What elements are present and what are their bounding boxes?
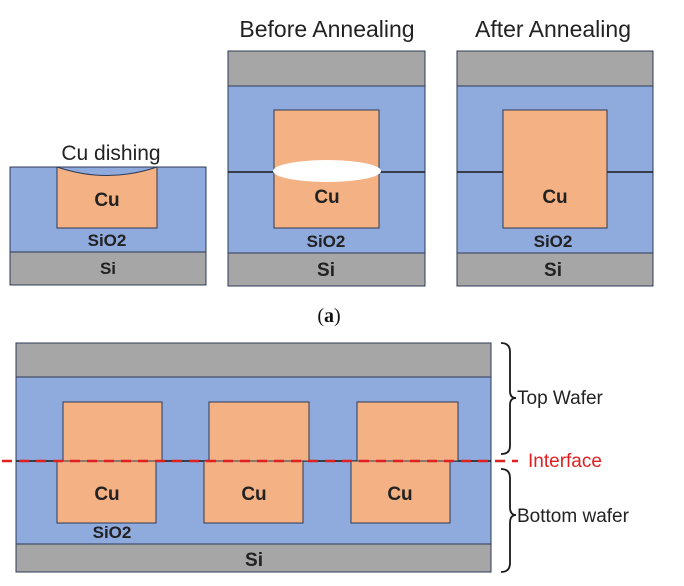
after-cu-label: Cu [542,187,567,208]
before-top-silicon-layer [227,50,426,87]
bottom-wafer-silicon-layer [15,543,492,573]
wafer-brackets: Top Wafer Interface Bottom wafer [500,342,630,573]
bottom-copper-pad-1 [56,460,157,524]
top-wafer-bracket [500,342,517,455]
dishing-copper-pad [56,166,158,229]
before-annealing-title: Before Annealing [239,16,414,42]
bonded-cu-label-2: Cu [241,484,266,505]
dishing-cu-label: Cu [94,190,119,211]
top-copper-pad-2 [208,401,310,462]
bottom-wafer-label: Bottom wafer [517,506,630,527]
after-silicon-label: Si [544,260,562,281]
bonded-cu-label-3: Cu [387,484,412,505]
bonded-wafer-structure: Cu Cu Cu SiO2 Si [2,342,518,573]
bottom-wafer-bracket [500,468,517,573]
before-cu-label: Cu [314,187,339,208]
after-annealing-structure: After Annealing Cu SiO2 Si [456,16,654,287]
after-top-silicon-layer [456,50,654,87]
before-annealing-structure: Before Annealing Cu SiO2 Si [227,16,426,287]
top-wafer-silicon-layer [15,342,492,378]
top-wafer-label: Top Wafer [517,388,604,409]
bottom-copper-pad-2 [203,460,304,524]
top-copper-pad-1 [62,401,163,462]
interface-label: Interface [528,451,602,472]
after-annealing-title: After Annealing [475,16,631,42]
top-copper-pad-3 [356,401,459,462]
bonded-cu-label-1: Cu [94,484,119,505]
after-oxide-label: SiO2 [534,232,573,251]
after-copper-pad [502,109,608,229]
before-void [273,160,381,182]
dishing-oxide-label: SiO2 [88,231,127,250]
bonded-silicon-label: Si [245,550,263,571]
bonded-oxide-label: SiO2 [93,523,132,542]
bottom-copper-pad-3 [350,460,451,524]
before-bottom-silicon-layer [227,252,426,287]
panel-a-caption: (a) [317,305,340,327]
dishing-silicon-layer [9,251,207,286]
dishing-title: Cu dishing [61,142,160,165]
before-silicon-label: Si [317,260,335,281]
dishing-structure: Cu dishing Cu SiO2 Si [9,142,207,286]
dishing-silicon-label: Si [100,259,116,278]
after-bottom-silicon-layer [456,252,654,287]
before-oxide-label: SiO2 [307,232,346,251]
